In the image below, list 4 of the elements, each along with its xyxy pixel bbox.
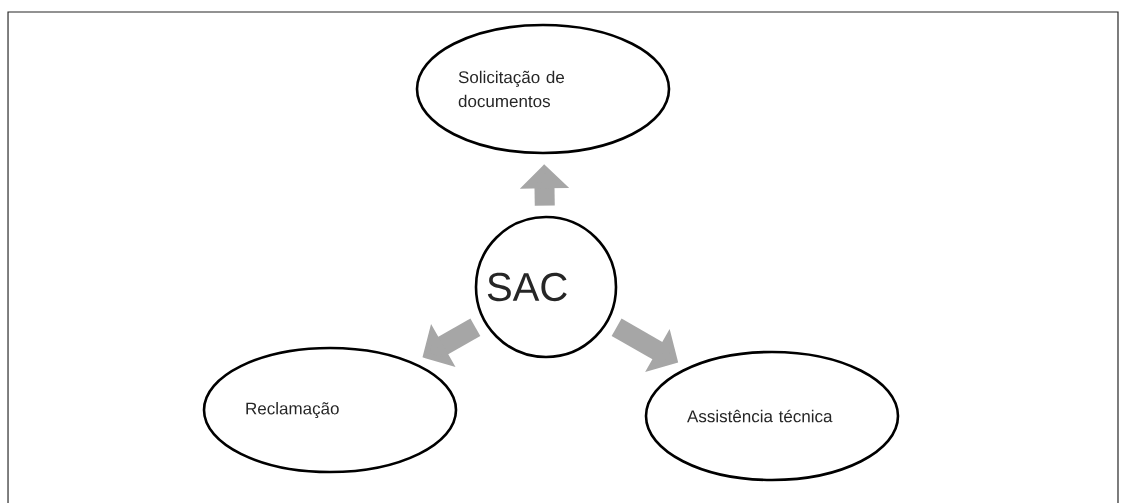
ellipse-node: Solicitação de documentos <box>415 23 671 155</box>
circle-node: SAC <box>474 215 618 359</box>
ellipse-node: Assistência técnica <box>644 350 900 482</box>
ellipse-node: Reclamação <box>202 346 458 474</box>
